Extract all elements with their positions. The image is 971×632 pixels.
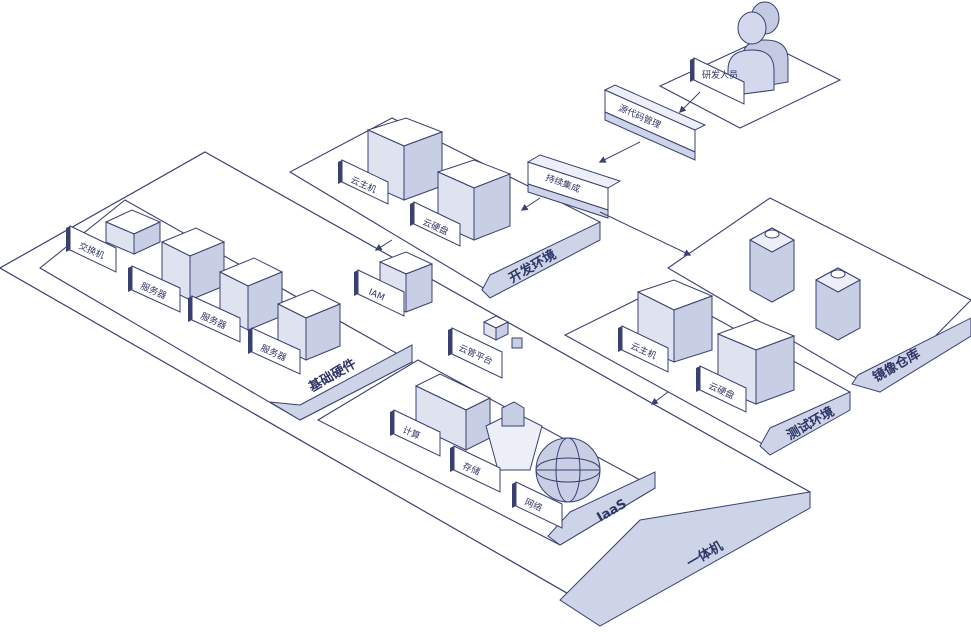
arrow-registry-to-test bbox=[650, 391, 669, 405]
ci-box: 持续集成 bbox=[526, 154, 622, 219]
test-host-tag: 云主机 bbox=[618, 325, 669, 373]
arrow-ci-to-test bbox=[599, 211, 692, 256]
server-stacks bbox=[104, 117, 796, 503]
test-disk-tag: 云硬盘 bbox=[696, 365, 747, 413]
network-tag: 网络 bbox=[512, 481, 563, 529]
flow-arrows bbox=[374, 91, 701, 405]
appliance-band bbox=[559, 491, 811, 627]
people-icon bbox=[727, 1, 789, 97]
arrow-people-to-scm bbox=[679, 91, 701, 113]
compute-tag: 计算 bbox=[390, 409, 441, 457]
people-label: 研发人员 bbox=[702, 69, 738, 81]
registry-image-1 bbox=[748, 227, 796, 303]
cloud-mgmt-tag: 云管平台 bbox=[448, 327, 503, 379]
scm-box: 源代码管理 bbox=[603, 84, 707, 161]
iaas-band bbox=[547, 471, 656, 546]
arrow-dev-to-iam bbox=[374, 239, 393, 251]
server-tag-3: 服务器 bbox=[248, 327, 301, 375]
network-globe-icon bbox=[535, 437, 601, 503]
server-tag-2: 服务器 bbox=[188, 295, 241, 343]
people-zone: 研发人员 bbox=[658, 1, 842, 129]
switch-tag: 交换机 bbox=[66, 225, 117, 273]
cloud-mgmt-cube-icon bbox=[482, 315, 523, 349]
server-tag-1: 服务器 bbox=[128, 265, 181, 313]
dev-disk-stack bbox=[436, 159, 512, 241]
tag-labels: 云主机 云硬盘 云主机 云硬盘 交换机 服务器 bbox=[66, 159, 747, 529]
hardware-band bbox=[269, 344, 413, 421]
people-tag: 研发人员 bbox=[690, 57, 745, 105]
dev-env-band bbox=[481, 221, 601, 299]
registry-image-2 bbox=[814, 267, 862, 341]
iam-tag: IAM bbox=[354, 269, 405, 317]
switch-device bbox=[104, 209, 162, 255]
server-stack-3 bbox=[276, 289, 342, 361]
arrow-scm-to-ci bbox=[598, 141, 641, 163]
test-host-stack bbox=[636, 279, 714, 363]
compute-blade-icon bbox=[414, 373, 492, 451]
arrow-ci-to-dev bbox=[520, 197, 541, 211]
registry-band bbox=[851, 317, 971, 393]
storage-prism-icon bbox=[485, 401, 543, 471]
storage-tag: 存储 bbox=[450, 445, 501, 493]
test-env-band bbox=[759, 391, 851, 456]
